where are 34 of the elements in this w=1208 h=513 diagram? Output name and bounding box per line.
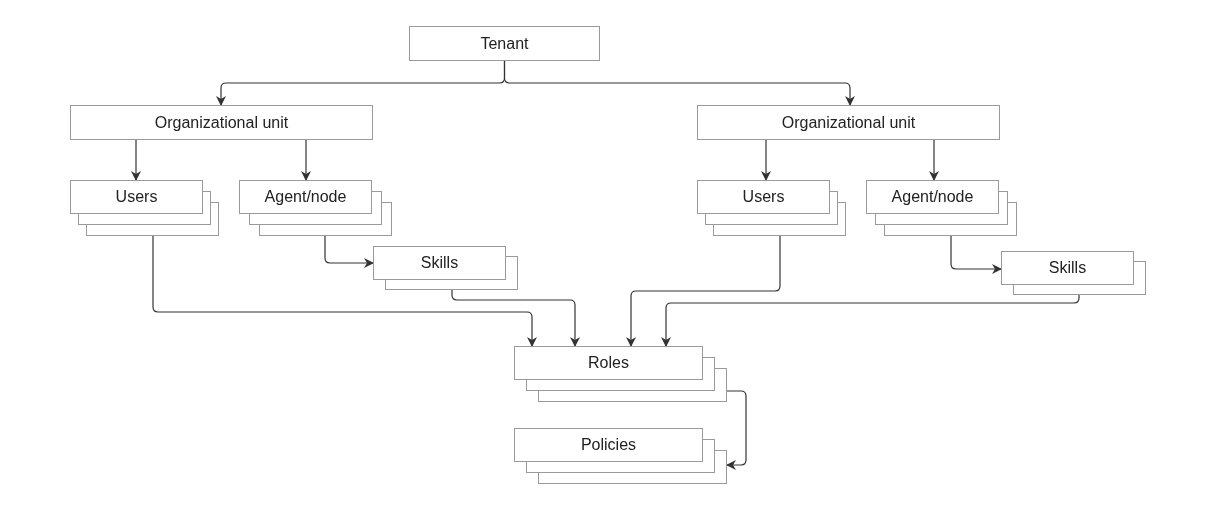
box-label: Agent/node	[891, 187, 974, 207]
connector-arrow	[152, 235, 537, 347]
connector-arrow	[131, 139, 141, 181]
connector-arrow	[626, 235, 781, 347]
stacked-box	[697, 180, 846, 236]
stacked-box	[1001, 251, 1146, 295]
box-label: Tenant	[480, 33, 529, 54]
box-label: Users	[742, 187, 785, 207]
box-label: Users	[115, 187, 158, 207]
stacked-box	[70, 180, 219, 236]
connector-arrow	[301, 139, 311, 181]
box-label: Policies	[580, 435, 637, 455]
box	[697, 105, 1000, 140]
stacked-box	[866, 180, 1017, 236]
connector-arrow	[726, 390, 747, 470]
connector-arrow	[761, 139, 771, 181]
stacked-box	[239, 180, 392, 236]
box-label: Roles	[588, 353, 629, 373]
box-label: Organizational unit	[154, 112, 289, 133]
box-label: Organizational unit	[781, 112, 916, 133]
box-label: Skills	[420, 253, 459, 273]
box-label: Skills	[1048, 258, 1087, 278]
connector-arrow	[324, 235, 374, 268]
connector-arrow	[661, 294, 1080, 347]
connector-arrow	[950, 235, 1002, 274]
connector-arrow	[451, 289, 580, 347]
connector-arrow	[503, 60, 855, 106]
stacked-box	[514, 428, 727, 484]
connector-arrow	[929, 139, 939, 181]
stacked-box	[514, 346, 727, 402]
box-label: Agent/node	[264, 187, 347, 207]
box	[409, 26, 600, 61]
box	[70, 105, 373, 140]
stacked-box	[373, 246, 518, 290]
